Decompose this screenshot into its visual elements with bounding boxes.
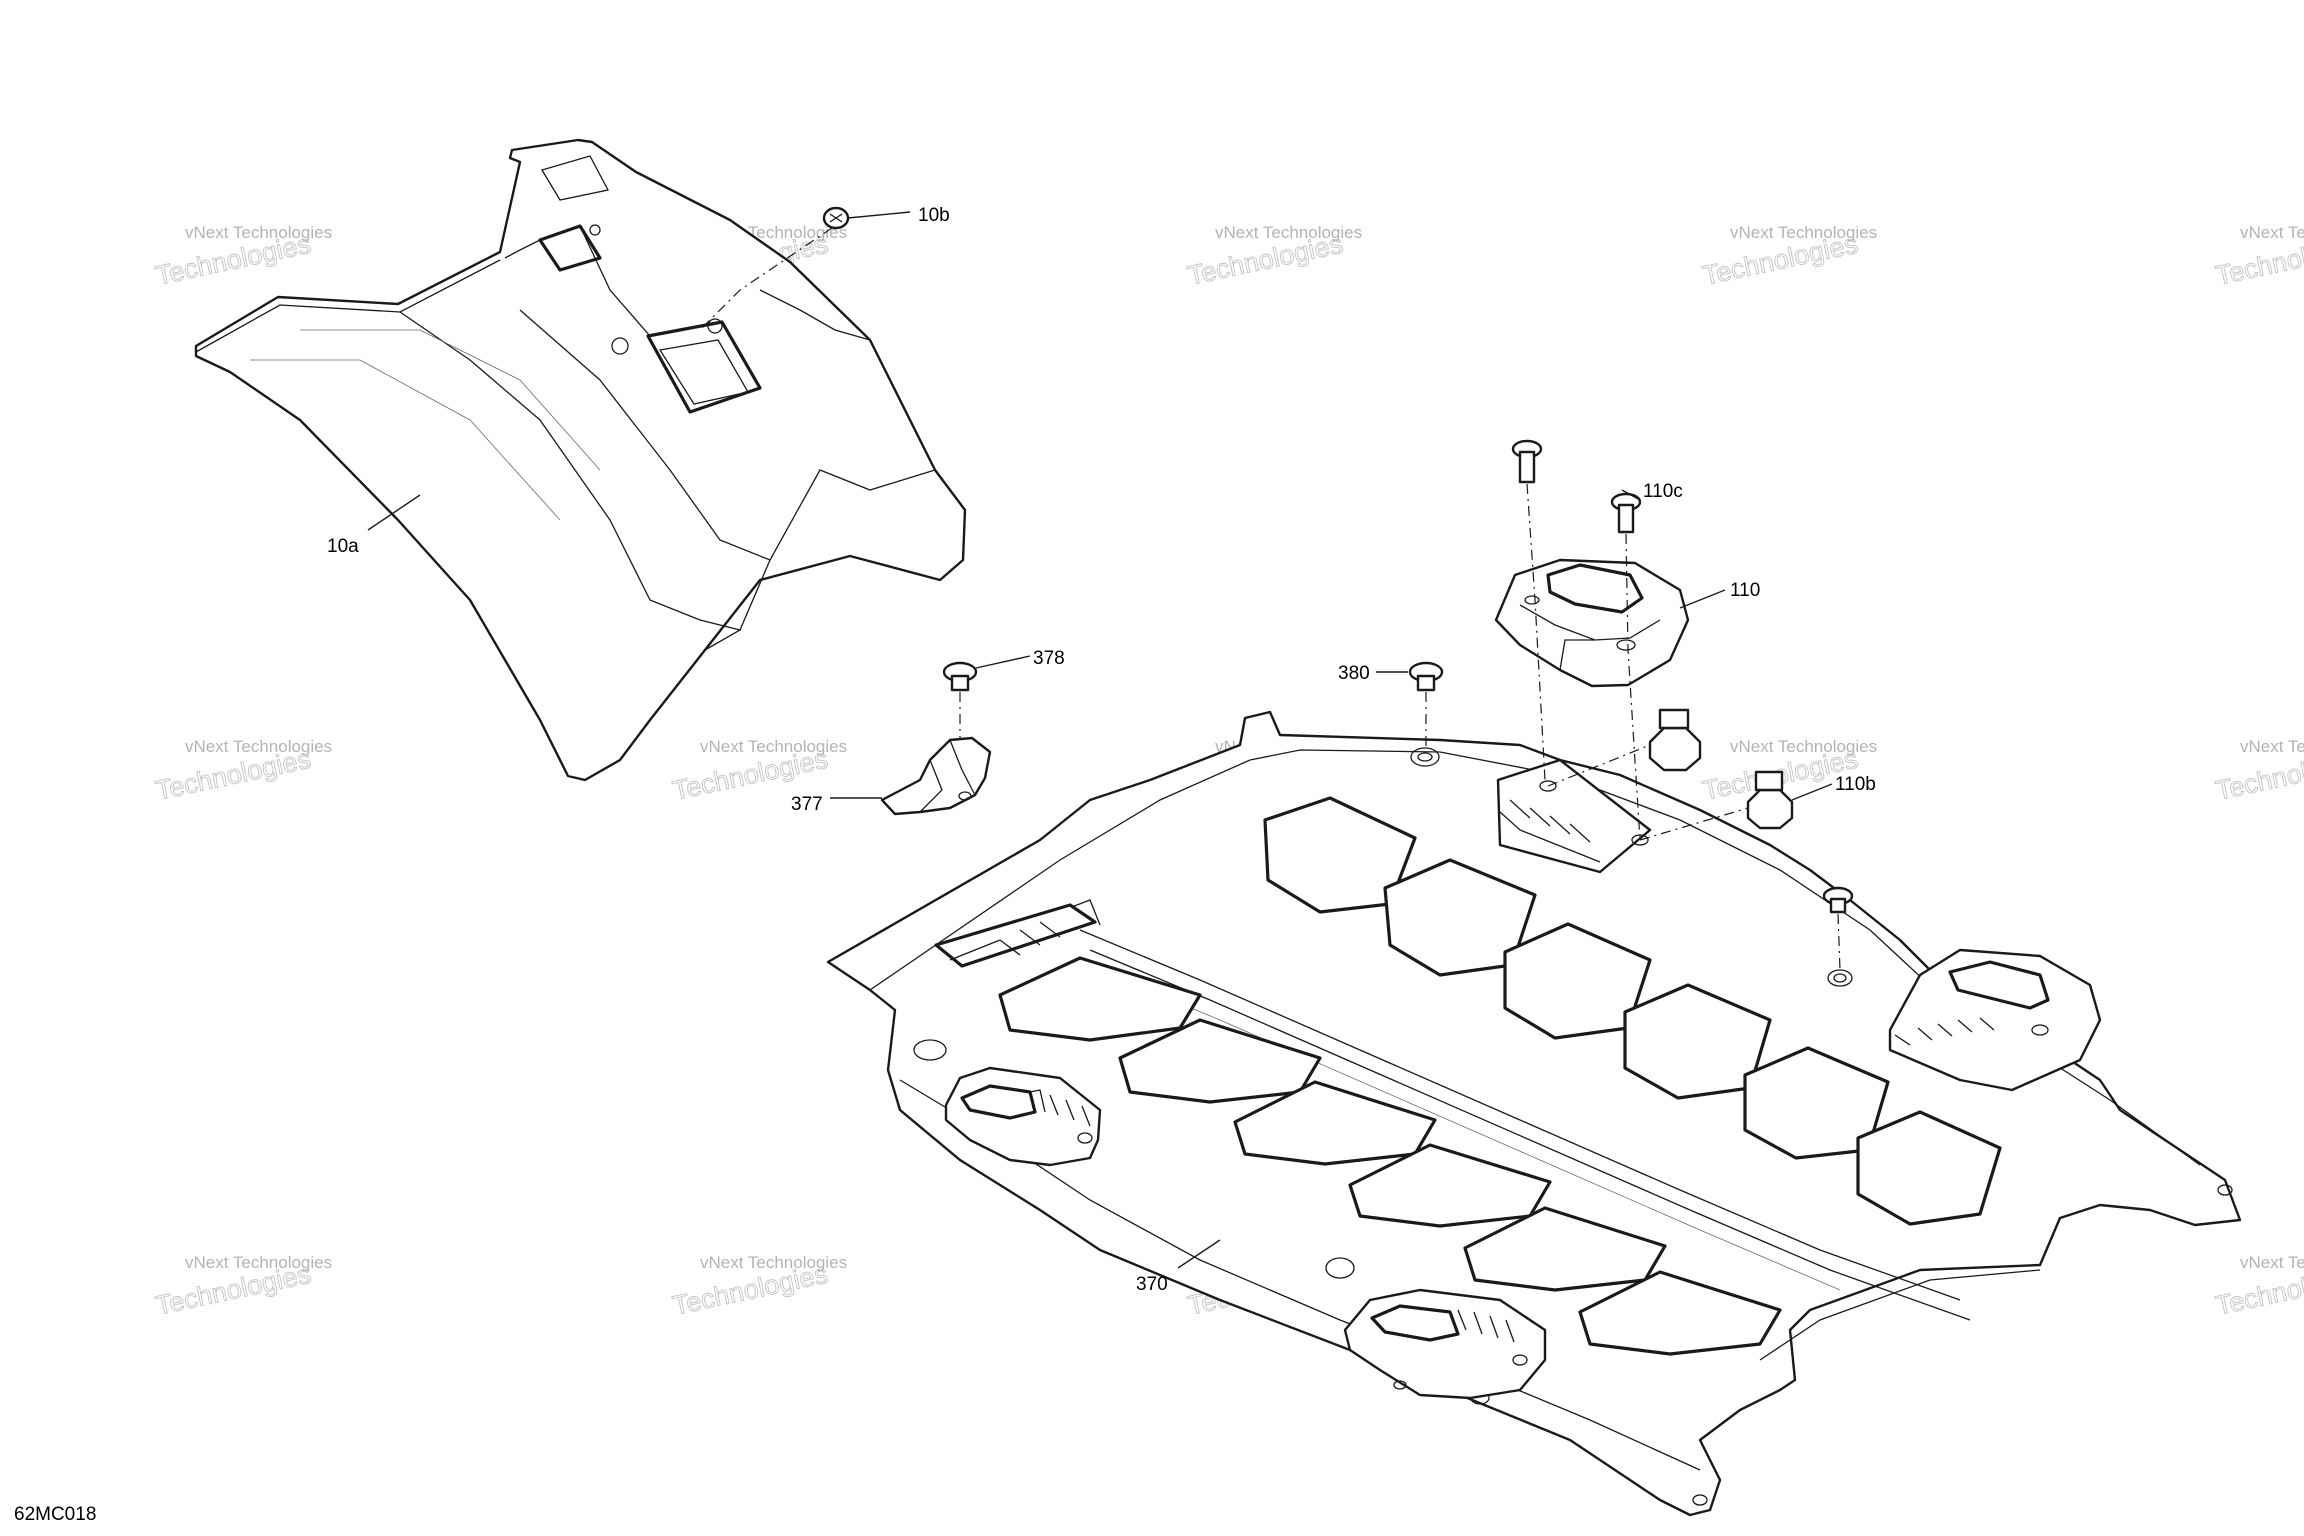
watermark: vNext Technologies Technologies	[2213, 1253, 2304, 1321]
watermark: vNext Technologies Technologies	[2213, 737, 2304, 806]
screw-110c	[1511, 439, 1642, 534]
callout-10b: 10b	[918, 205, 950, 226]
watermark: vNext Technologies Technologies	[153, 223, 333, 291]
callout-labels: 10b 10a 110c 110 110b 378 380 377 370	[327, 205, 1876, 1295]
screw-378	[942, 661, 978, 692]
callout-380: 380	[1338, 663, 1370, 684]
svg-text:vNext Technologies: vNext Technologies	[2240, 1253, 2304, 1272]
svg-text:vNext Technologies: vNext Technologies	[185, 1253, 332, 1272]
assembly-axes	[1425, 483, 1841, 971]
watermark: vNext Technologies Technologies	[153, 1253, 333, 1321]
watermark: vNext Technologies Technologies	[2213, 223, 2304, 291]
diagram-code: 62MC018	[14, 1504, 96, 1525]
watermark: vNext Technologies Technologies	[1185, 223, 1363, 291]
watermark: vNext Technologies Technologies	[1700, 223, 1878, 291]
watermark: vNext Technologies Technologies	[153, 737, 333, 806]
callout-378: 378	[1033, 648, 1065, 669]
watermark: vNext Technologies Technologies	[670, 1253, 848, 1321]
callout-377: 377	[791, 794, 823, 815]
stud-110b	[1648, 708, 1794, 830]
svg-text:vNext Technologies: vNext Technologies	[2240, 223, 2304, 242]
callout-10a: 10a	[327, 536, 359, 557]
callout-110c: 110c	[1643, 481, 1683, 502]
callout-110: 110	[1730, 580, 1760, 601]
svg-text:vNext Technologies: vNext Technologies	[700, 1253, 847, 1272]
svg-text:vNext Technologies: vNext Technologies	[185, 737, 332, 756]
svg-text:vNext Technologies: vNext Technologies	[1730, 223, 1877, 242]
skid-plate-370	[826, 710, 2242, 1517]
clamp-377	[880, 736, 992, 816]
svg-text:vNext Technologies: vNext Technologies	[2240, 737, 2304, 756]
callout-leaders	[367, 211, 1833, 1269]
watermark: vNext Technologies Technologies	[1700, 737, 1878, 806]
svg-text:vNext Technologies: vNext Technologies	[1730, 737, 1877, 756]
screw-380	[1408, 661, 1854, 914]
screw-10b	[822, 206, 850, 230]
svg-text:vNext Technologies: vNext Technologies	[700, 737, 847, 756]
assembly-axis	[699, 227, 833, 331]
svg-text:vNext Technologies: vNext Technologies	[185, 223, 332, 242]
callout-110b: 110b	[1835, 774, 1876, 795]
callout-370: 370	[1136, 1274, 1168, 1295]
handle-110	[1494, 558, 1690, 688]
cover-panel-10a	[194, 138, 967, 782]
svg-text:vNext Technologies: vNext Technologies	[1215, 223, 1362, 242]
